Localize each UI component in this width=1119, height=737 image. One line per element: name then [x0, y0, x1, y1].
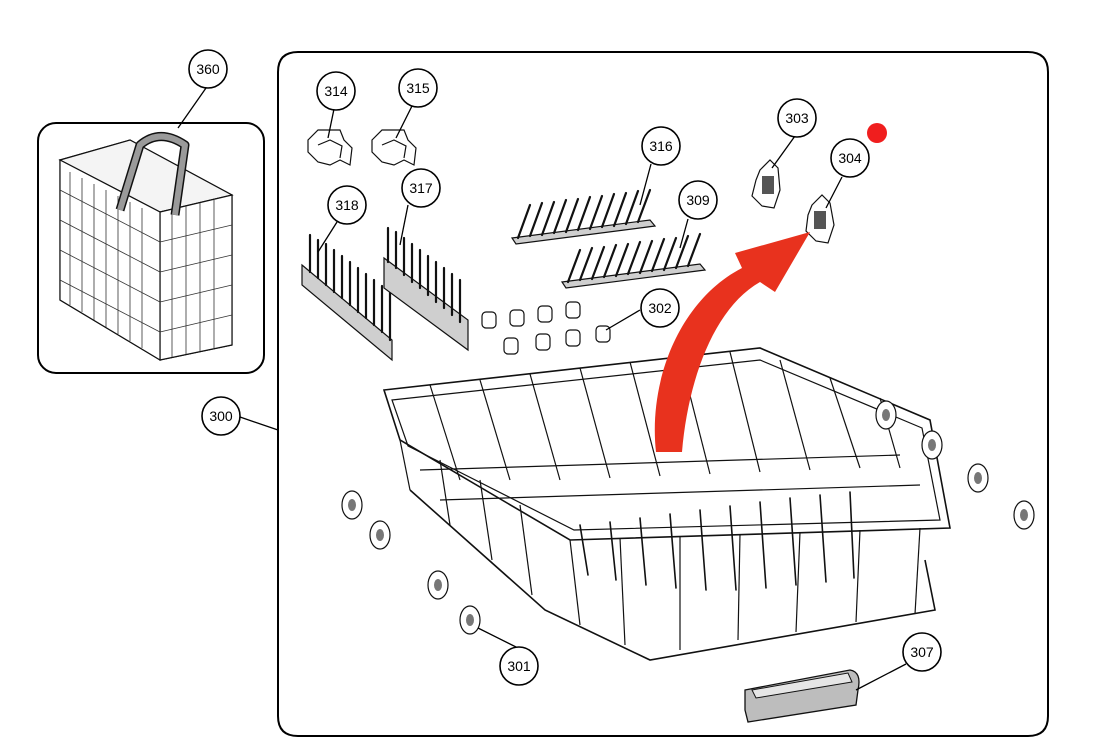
tine-rack-316 — [510, 188, 657, 245]
callout-302: 302 — [640, 288, 680, 328]
cutlery-basket-inset — [37, 122, 265, 374]
callout-300: 300 — [201, 396, 241, 436]
red-dot-marker-icon — [867, 123, 887, 143]
callout-label-304: 304 — [838, 150, 862, 166]
callout-label-302: 302 — [648, 300, 672, 316]
callout-315: 315 — [398, 68, 438, 108]
clip-315 — [371, 129, 417, 166]
callout-label-301: 301 — [507, 658, 531, 674]
callout-label-315: 315 — [406, 80, 430, 96]
callout-label-303: 303 — [785, 110, 809, 126]
callout-316: 316 — [641, 126, 681, 166]
main-parts-frame — [277, 51, 1049, 737]
clip-303 — [751, 159, 781, 209]
callout-label-317: 317 — [409, 180, 433, 196]
tine-row-318 — [301, 233, 393, 362]
leader-lines — [177, 87, 907, 691]
callout-309: 309 — [678, 180, 718, 220]
curved-arrow-icon — [654, 232, 810, 452]
callout-317: 317 — [401, 168, 441, 208]
callout-label-360: 360 — [196, 61, 220, 77]
callout-label-307: 307 — [910, 644, 934, 660]
clip-314 — [307, 129, 353, 166]
callout-label-318: 318 — [335, 197, 359, 213]
callout-301: 301 — [499, 646, 539, 686]
wheels-301 — [341, 400, 1035, 635]
handle-307 — [744, 669, 860, 723]
clip-304 — [805, 194, 835, 244]
callout-303: 303 — [777, 98, 817, 138]
small-clips-302 — [481, 301, 611, 355]
callout-304: 304 — [830, 138, 870, 178]
callout-360: 360 — [188, 49, 228, 89]
callout-label-314: 314 — [324, 83, 348, 99]
callout-314: 314 — [316, 71, 356, 111]
callout-318: 318 — [327, 185, 367, 225]
callout-307: 307 — [902, 632, 942, 672]
lower-dish-rack — [382, 347, 951, 661]
callout-label-316: 316 — [649, 138, 673, 154]
callout-label-309: 309 — [686, 192, 710, 208]
callout-label-300: 300 — [209, 408, 233, 424]
tine-rack-309 — [560, 232, 707, 289]
tine-row-317 — [383, 226, 469, 352]
